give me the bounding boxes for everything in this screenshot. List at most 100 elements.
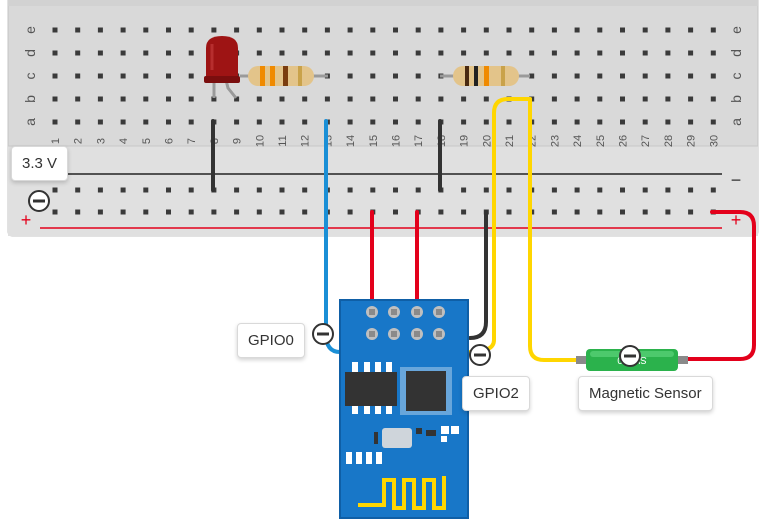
rail-hole[interactable] <box>302 209 308 215</box>
rail-hole[interactable] <box>506 187 512 193</box>
breadboard-hole[interactable] <box>347 73 353 79</box>
breadboard-hole[interactable] <box>665 96 671 102</box>
breadboard-hole[interactable] <box>665 73 671 79</box>
rail-hole[interactable] <box>415 187 421 193</box>
rail-hole[interactable] <box>483 187 489 193</box>
breadboard-hole[interactable] <box>438 27 444 33</box>
breadboard-hole[interactable] <box>279 27 285 33</box>
breadboard-hole[interactable] <box>529 73 535 79</box>
rail-hole[interactable] <box>234 209 240 215</box>
breadboard-hole[interactable] <box>75 73 81 79</box>
minus-circle-icon[interactable] <box>469 344 491 366</box>
breadboard-hole[interactable] <box>302 50 308 56</box>
breadboard-hole[interactable] <box>620 50 625 56</box>
rail-hole[interactable] <box>393 187 398 193</box>
breadboard-hole[interactable] <box>256 119 262 125</box>
breadboard-hole[interactable] <box>620 73 625 79</box>
breadboard-hole[interactable] <box>710 119 716 125</box>
red-led[interactable] <box>204 36 240 99</box>
rail-hole[interactable] <box>688 209 694 215</box>
breadboard-hole[interactable] <box>688 73 694 79</box>
breadboard-hole[interactable] <box>279 50 285 56</box>
rail-hole[interactable] <box>211 209 217 215</box>
breadboard-hole[interactable] <box>143 73 149 79</box>
gpio2-label[interactable]: GPIO2 <box>462 376 530 411</box>
rail-hole[interactable] <box>665 187 671 193</box>
breadboard-hole[interactable] <box>483 50 489 56</box>
breadboard-hole[interactable] <box>75 50 81 56</box>
breadboard-hole[interactable] <box>710 73 716 79</box>
breadboard-hole[interactable] <box>52 50 58 56</box>
breadboard-hole[interactable] <box>642 96 648 102</box>
breadboard-hole[interactable] <box>665 119 671 125</box>
breadboard-hole[interactable] <box>97 50 103 56</box>
breadboard-hole[interactable] <box>211 27 217 33</box>
rail-hole[interactable] <box>256 209 262 215</box>
breadboard-hole[interactable] <box>620 96 625 102</box>
rail-hole[interactable] <box>438 209 444 215</box>
rail-hole[interactable] <box>52 187 58 193</box>
rail-hole[interactable] <box>120 187 126 193</box>
rail-hole[interactable] <box>166 187 171 193</box>
rail-hole[interactable] <box>302 187 308 193</box>
breadboard-hole[interactable] <box>620 119 625 125</box>
breadboard-hole[interactable] <box>166 96 171 102</box>
breadboard-hole[interactable] <box>347 96 353 102</box>
breadboard-hole[interactable] <box>234 96 240 102</box>
resistor-1[interactable] <box>240 66 328 86</box>
breadboard-hole[interactable] <box>52 119 58 125</box>
rail-hole[interactable] <box>256 187 262 193</box>
breadboard-hole[interactable] <box>415 50 421 56</box>
breadboard-hole[interactable] <box>211 96 217 102</box>
rail-hole[interactable] <box>188 209 194 215</box>
breadboard-hole[interactable] <box>710 27 716 33</box>
rail-hole[interactable] <box>393 209 398 215</box>
breadboard-hole[interactable] <box>438 50 444 56</box>
breadboard-hole[interactable] <box>393 73 398 79</box>
rail-hole[interactable] <box>574 187 580 193</box>
breadboard-hole[interactable] <box>347 50 353 56</box>
breadboard-hole[interactable] <box>438 96 444 102</box>
minus-circle-icon[interactable] <box>312 323 334 345</box>
rail-hole[interactable] <box>234 187 240 193</box>
rail-hole[interactable] <box>665 209 671 215</box>
breadboard-hole[interactable] <box>483 119 489 125</box>
breadboard-hole[interactable] <box>688 119 694 125</box>
breadboard-hole[interactable] <box>370 50 376 56</box>
breadboard-hole[interactable] <box>642 27 648 33</box>
rail-hole[interactable] <box>597 209 603 215</box>
rail-hole[interactable] <box>710 187 716 193</box>
breadboard-hole[interactable] <box>143 96 149 102</box>
breadboard-hole[interactable] <box>188 27 194 33</box>
breadboard-hole[interactable] <box>415 119 421 125</box>
breadboard-hole[interactable] <box>461 119 467 125</box>
breadboard-hole[interactable] <box>120 96 126 102</box>
magnetic-sensor-label[interactable]: Magnetic Sensor <box>578 376 713 411</box>
breadboard-hole[interactable] <box>393 96 398 102</box>
breadboard-hole[interactable] <box>97 73 103 79</box>
breadboard-hole[interactable] <box>597 73 603 79</box>
breadboard-hole[interactable] <box>143 27 149 33</box>
rail-hole[interactable] <box>574 209 580 215</box>
rail-hole[interactable] <box>620 187 625 193</box>
breadboard-hole[interactable] <box>234 119 240 125</box>
minus-circle-icon[interactable] <box>619 345 641 367</box>
breadboard-hole[interactable] <box>256 50 262 56</box>
breadboard-hole[interactable] <box>688 96 694 102</box>
breadboard-hole[interactable] <box>529 27 535 33</box>
breadboard-hole[interactable] <box>551 119 557 125</box>
breadboard-hole[interactable] <box>166 27 171 33</box>
breadboard-hole[interactable] <box>370 27 376 33</box>
breadboard-hole[interactable] <box>75 27 81 33</box>
rail-hole[interactable] <box>75 209 81 215</box>
breadboard-hole[interactable] <box>302 96 308 102</box>
breadboard-hole[interactable] <box>506 119 512 125</box>
breadboard-hole[interactable] <box>574 96 580 102</box>
breadboard-hole[interactable] <box>234 27 240 33</box>
rail-hole[interactable] <box>461 187 467 193</box>
breadboard-hole[interactable] <box>75 96 81 102</box>
breadboard-hole[interactable] <box>597 27 603 33</box>
breadboard-hole[interactable] <box>370 119 376 125</box>
breadboard-hole[interactable] <box>75 119 81 125</box>
breadboard-hole[interactable] <box>256 27 262 33</box>
